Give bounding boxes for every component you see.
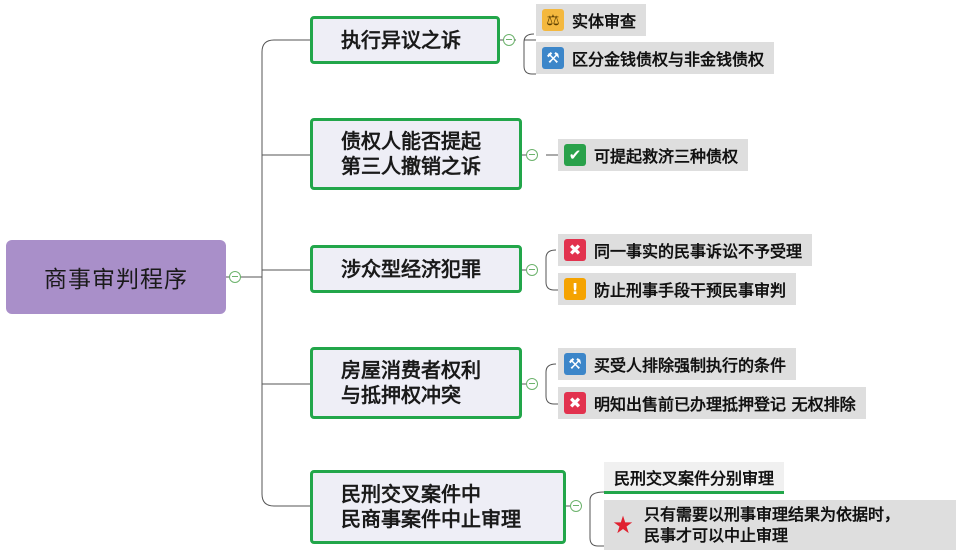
gavel-icon: ⚒	[564, 353, 586, 375]
leaf-label: 明知出售前已办理抵押登记 无权排除	[594, 395, 856, 414]
branch-label: 涉众型经济犯罪	[341, 256, 481, 281]
cross-icon: ✖	[564, 392, 586, 414]
branch-label: 房屋消费者权利 与抵押权冲突	[341, 358, 481, 407]
branch-collapse-toggle[interactable]	[526, 149, 538, 161]
branch-label: 债权人能否提起 第三人撤销之诉	[341, 129, 481, 178]
branch-collapse-toggle[interactable]	[526, 264, 538, 276]
root-label: 商事审判程序	[44, 267, 188, 293]
leaf-label: 区分金钱债权与非金钱债权	[572, 50, 765, 69]
branch-node-economic-crime[interactable]: 涉众型经济犯罪	[310, 245, 522, 293]
cross-icon: ✖	[564, 239, 586, 261]
branch-node-civil-criminal-cross[interactable]: 民刑交叉案件中 民商事案件中止审理	[310, 470, 566, 544]
leaf-node[interactable]: ⚖ 实体审查	[536, 4, 647, 36]
check-icon: ✔	[564, 144, 586, 166]
leaf-node[interactable]: ✔ 可提起救济三种债权	[558, 139, 749, 171]
leaf-node[interactable]: ⚒ 买受人排除强制执行的条件	[558, 348, 797, 380]
leaf-node[interactable]: ⚒ 区分金钱债权与非金钱债权	[536, 42, 775, 74]
branch-collapse-toggle[interactable]	[503, 34, 515, 46]
root-node[interactable]: 商事审判程序	[6, 240, 226, 314]
scale-icon: ⚖	[542, 9, 564, 31]
leaf-node[interactable]: ! 防止刑事手段干预民事审判	[558, 273, 797, 305]
leaf-label: 只有需要以刑事审理结果为依据时， 民事才可以中止审理	[644, 505, 901, 545]
branch-node-housing-consumer-rights[interactable]: 房屋消费者权利 与抵押权冲突	[310, 347, 522, 419]
branch-node-enforcement-objection[interactable]: 执行异议之诉	[310, 16, 500, 64]
branch-collapse-toggle[interactable]	[526, 378, 538, 390]
leaf-node[interactable]: ✖ 明知出售前已办理抵押登记 无权排除	[558, 387, 866, 419]
leaf-label: 可提起救济三种债权	[594, 147, 739, 166]
leaf-label: 实体审查	[572, 12, 637, 31]
branch-node-third-party-revocation[interactable]: 债权人能否提起 第三人撤销之诉	[310, 118, 522, 190]
leaf-label: 买受人排除强制执行的条件	[594, 356, 787, 375]
warning-icon: !	[564, 278, 586, 300]
leaf-label: 民刑交叉案件分别审理	[614, 468, 775, 488]
gavel-icon: ⚒	[542, 47, 564, 69]
leaf-node[interactable]: ★ 只有需要以刑事审理结果为依据时， 民事才可以中止审理	[604, 500, 956, 550]
branch-label: 执行异议之诉	[341, 27, 461, 52]
leaf-label: 同一事实的民事诉讼不予受理	[594, 242, 803, 261]
branch-label: 民刑交叉案件中 民商事案件中止审理	[341, 482, 521, 531]
star-icon: ★	[612, 511, 634, 539]
leaf-label: 防止刑事手段干预民事审判	[594, 281, 787, 300]
branch-collapse-toggle[interactable]	[570, 500, 582, 512]
leaf-node[interactable]: 民刑交叉案件分别审理	[604, 462, 785, 494]
leaf-node[interactable]: ✖ 同一事实的民事诉讼不予受理	[558, 234, 813, 266]
root-collapse-toggle[interactable]	[229, 271, 241, 283]
